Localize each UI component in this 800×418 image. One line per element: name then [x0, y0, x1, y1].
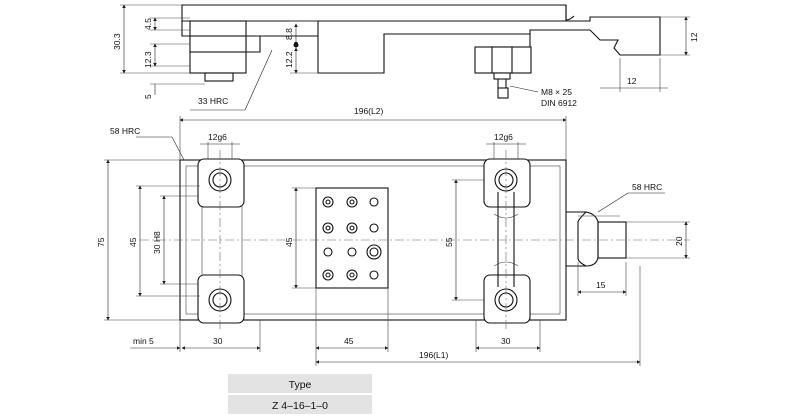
dim-45-mid: 45	[284, 237, 294, 247]
dim-12-bottom: 12	[627, 76, 637, 86]
dim-30-3: 30.3	[112, 33, 122, 50]
dim-30-left: 30	[213, 336, 223, 346]
type-table-header: Type	[289, 379, 312, 391]
fit-12g6-left: 12g6	[208, 132, 227, 142]
bolt-spec-line1: M8 × 25	[541, 87, 572, 97]
bolt-spec-line2: DIN 6912	[541, 98, 577, 108]
dim-5: 5	[143, 94, 153, 99]
dim-30h8: 30 H8	[152, 231, 162, 254]
dim-12-2: 12.2	[284, 51, 294, 68]
length-l1-label: 196(L1)	[419, 350, 448, 360]
side-view	[120, 4, 690, 111]
bolt-holes	[322, 196, 382, 281]
dim-55: 55	[444, 237, 454, 247]
plan-view	[104, 116, 690, 366]
min-5-label: min 5	[133, 336, 154, 346]
dim-30-right: 30	[501, 336, 511, 346]
dim-20: 20	[674, 236, 684, 246]
type-table-value: Z 4–16–1–0	[272, 400, 328, 412]
hardness-58-left-label: 58 HRC	[110, 126, 140, 136]
dimension-labels: 4.5 30.3 12.3 5 8.8 12.2 12 12 33 HRC M8…	[96, 18, 699, 360]
dim-4-5: 4.5	[143, 18, 153, 30]
dim-8-8: 8.8	[284, 28, 294, 40]
type-table: Type Z 4–16–1–0	[228, 374, 372, 414]
dim-45-left: 45	[128, 237, 138, 247]
fit-12g6-right: 12g6	[494, 132, 513, 142]
dim-15: 15	[596, 280, 606, 290]
hardness-33-label: 33 HRC	[198, 96, 228, 106]
length-l2-label: 196(L2)	[354, 106, 383, 116]
hardness-58-right-label: 58 HRC	[632, 182, 662, 192]
dim-12-3: 12.3	[143, 51, 153, 68]
dim-45-bottom: 45	[344, 336, 354, 346]
dim-12-right: 12	[689, 32, 699, 42]
dim-75: 75	[96, 237, 106, 247]
